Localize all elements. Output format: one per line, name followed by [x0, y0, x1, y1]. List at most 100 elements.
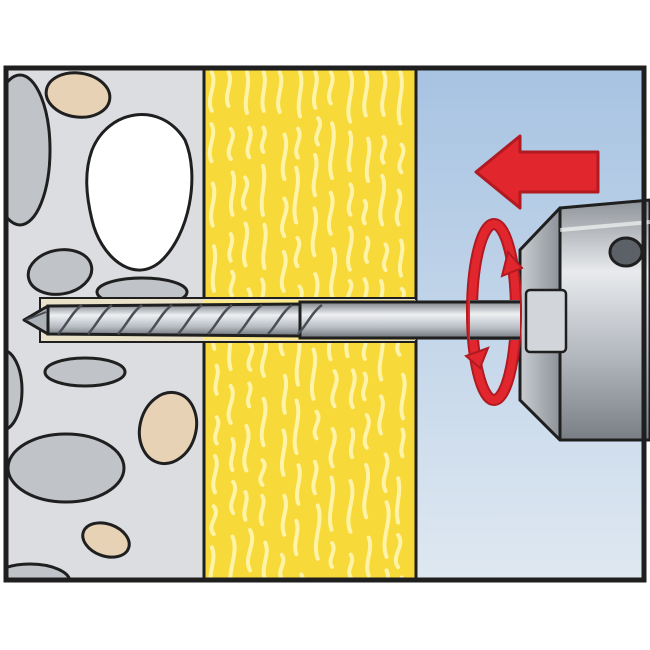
drill-bit — [22, 300, 547, 340]
insulation-fiber — [207, 70, 216, 113]
pebble — [6, 73, 52, 227]
insulation-fiber — [292, 165, 300, 225]
insulation-fiber — [258, 458, 267, 487]
insulation-fiber — [394, 188, 403, 227]
insulation-fiber — [364, 136, 372, 183]
insulation-fiber — [346, 478, 355, 534]
insulation-fiber — [347, 552, 355, 580]
insulation-fiber — [379, 135, 388, 165]
pebble — [137, 390, 199, 466]
diagram-frame — [3, 65, 647, 583]
drill-chuck — [518, 198, 650, 442]
insulation-fiber — [279, 428, 288, 477]
pebble — [44, 71, 112, 119]
insulation-fiber — [227, 231, 235, 263]
insulation-fiber — [328, 541, 336, 569]
insulation-fiber — [381, 242, 390, 273]
insulation-fiber — [399, 427, 406, 459]
insulation-fiber — [229, 437, 236, 473]
insulation-fiber — [363, 235, 371, 264]
insulation-fiber — [242, 424, 251, 473]
drill-flute-line — [267, 303, 293, 335]
insulation-fiber — [378, 173, 387, 227]
insulation-fiber — [327, 70, 335, 106]
insulation-fiber — [293, 518, 300, 557]
drill-flute-line — [87, 303, 113, 335]
insulation-fiber — [399, 372, 407, 421]
insulation-fiber — [209, 181, 217, 228]
pebble — [81, 521, 131, 559]
drill-flute-line — [237, 303, 263, 335]
insulation-fiber — [224, 70, 232, 108]
pebble — [43, 356, 127, 388]
insulation-fiber — [279, 249, 288, 293]
insulation-fiber — [241, 221, 250, 268]
insulation-fiber — [397, 238, 405, 278]
insulation-fiber — [226, 383, 235, 425]
insulation-fiber — [328, 121, 336, 181]
insulation-fiber — [311, 152, 319, 198]
insulation-fiber — [329, 247, 338, 302]
insulation-fiber — [326, 190, 335, 236]
left-arrow-icon — [474, 134, 600, 210]
insulation-fiber — [261, 540, 269, 580]
insulation-fiber — [348, 368, 357, 410]
insulation-fiber — [280, 132, 289, 182]
insulation-fiber — [309, 347, 318, 401]
insulation-fiber — [278, 552, 286, 580]
drill-flute-line — [117, 303, 143, 335]
insulation-fiber — [292, 398, 301, 455]
insulation-fiber — [209, 504, 218, 537]
insulation-fiber — [295, 463, 302, 506]
insulation-fiber — [207, 122, 216, 164]
insulation-fiber — [348, 427, 356, 460]
pebble — [6, 349, 24, 431]
insulation-fiber — [276, 70, 284, 114]
insulation-fiber — [346, 70, 355, 124]
insulation-fiber — [240, 175, 250, 211]
insulation-fiber — [361, 371, 369, 402]
insulation-fiber — [346, 225, 354, 272]
insulation-fiber — [213, 363, 220, 396]
insulation-fiber — [365, 535, 373, 578]
insulation-fiber — [259, 125, 267, 154]
insulation-fiber — [246, 528, 255, 573]
insulation-fiber — [310, 206, 319, 258]
insulation-fiber — [311, 70, 319, 110]
insulation-fiber — [314, 116, 323, 147]
insulation-fiber — [330, 369, 339, 409]
insulation-fiber — [362, 463, 371, 520]
insulation-fiber — [280, 196, 289, 239]
drill-flutes — [46, 302, 302, 338]
insulation-fiber — [346, 130, 354, 173]
insulation-fiber — [396, 70, 404, 126]
insulation-fiber — [361, 198, 369, 226]
insulation-fiber — [293, 235, 302, 269]
insulation-fiber — [259, 396, 268, 448]
drill-flute-line — [177, 303, 203, 335]
insulation-fiber — [260, 70, 267, 113]
insulation-fiber — [242, 490, 249, 522]
insulation-fiber — [380, 70, 388, 117]
insulation-fiber — [312, 409, 321, 441]
insulation-fiber — [393, 533, 403, 570]
insulation-fiber — [281, 373, 289, 415]
insulation-fiber — [377, 394, 385, 436]
insulation-fiber — [397, 142, 406, 175]
drill-flute-line — [207, 303, 233, 335]
drill-flute-line — [57, 303, 83, 335]
insulation-fiber — [311, 459, 319, 496]
insulation-fiber — [280, 493, 288, 537]
insulation-fiber — [213, 415, 221, 446]
insulation-fiber — [261, 222, 268, 271]
insulation-fiber — [245, 125, 253, 160]
insulation-fiber — [229, 479, 238, 516]
insulation-fiber — [313, 503, 322, 561]
pebble — [6, 562, 72, 580]
drill-flute-line — [297, 303, 323, 335]
insulation-fiber — [294, 126, 302, 160]
insulation-fiber — [208, 545, 216, 580]
insulation-fiber — [346, 182, 355, 217]
insulation-fiber — [246, 341, 255, 372]
